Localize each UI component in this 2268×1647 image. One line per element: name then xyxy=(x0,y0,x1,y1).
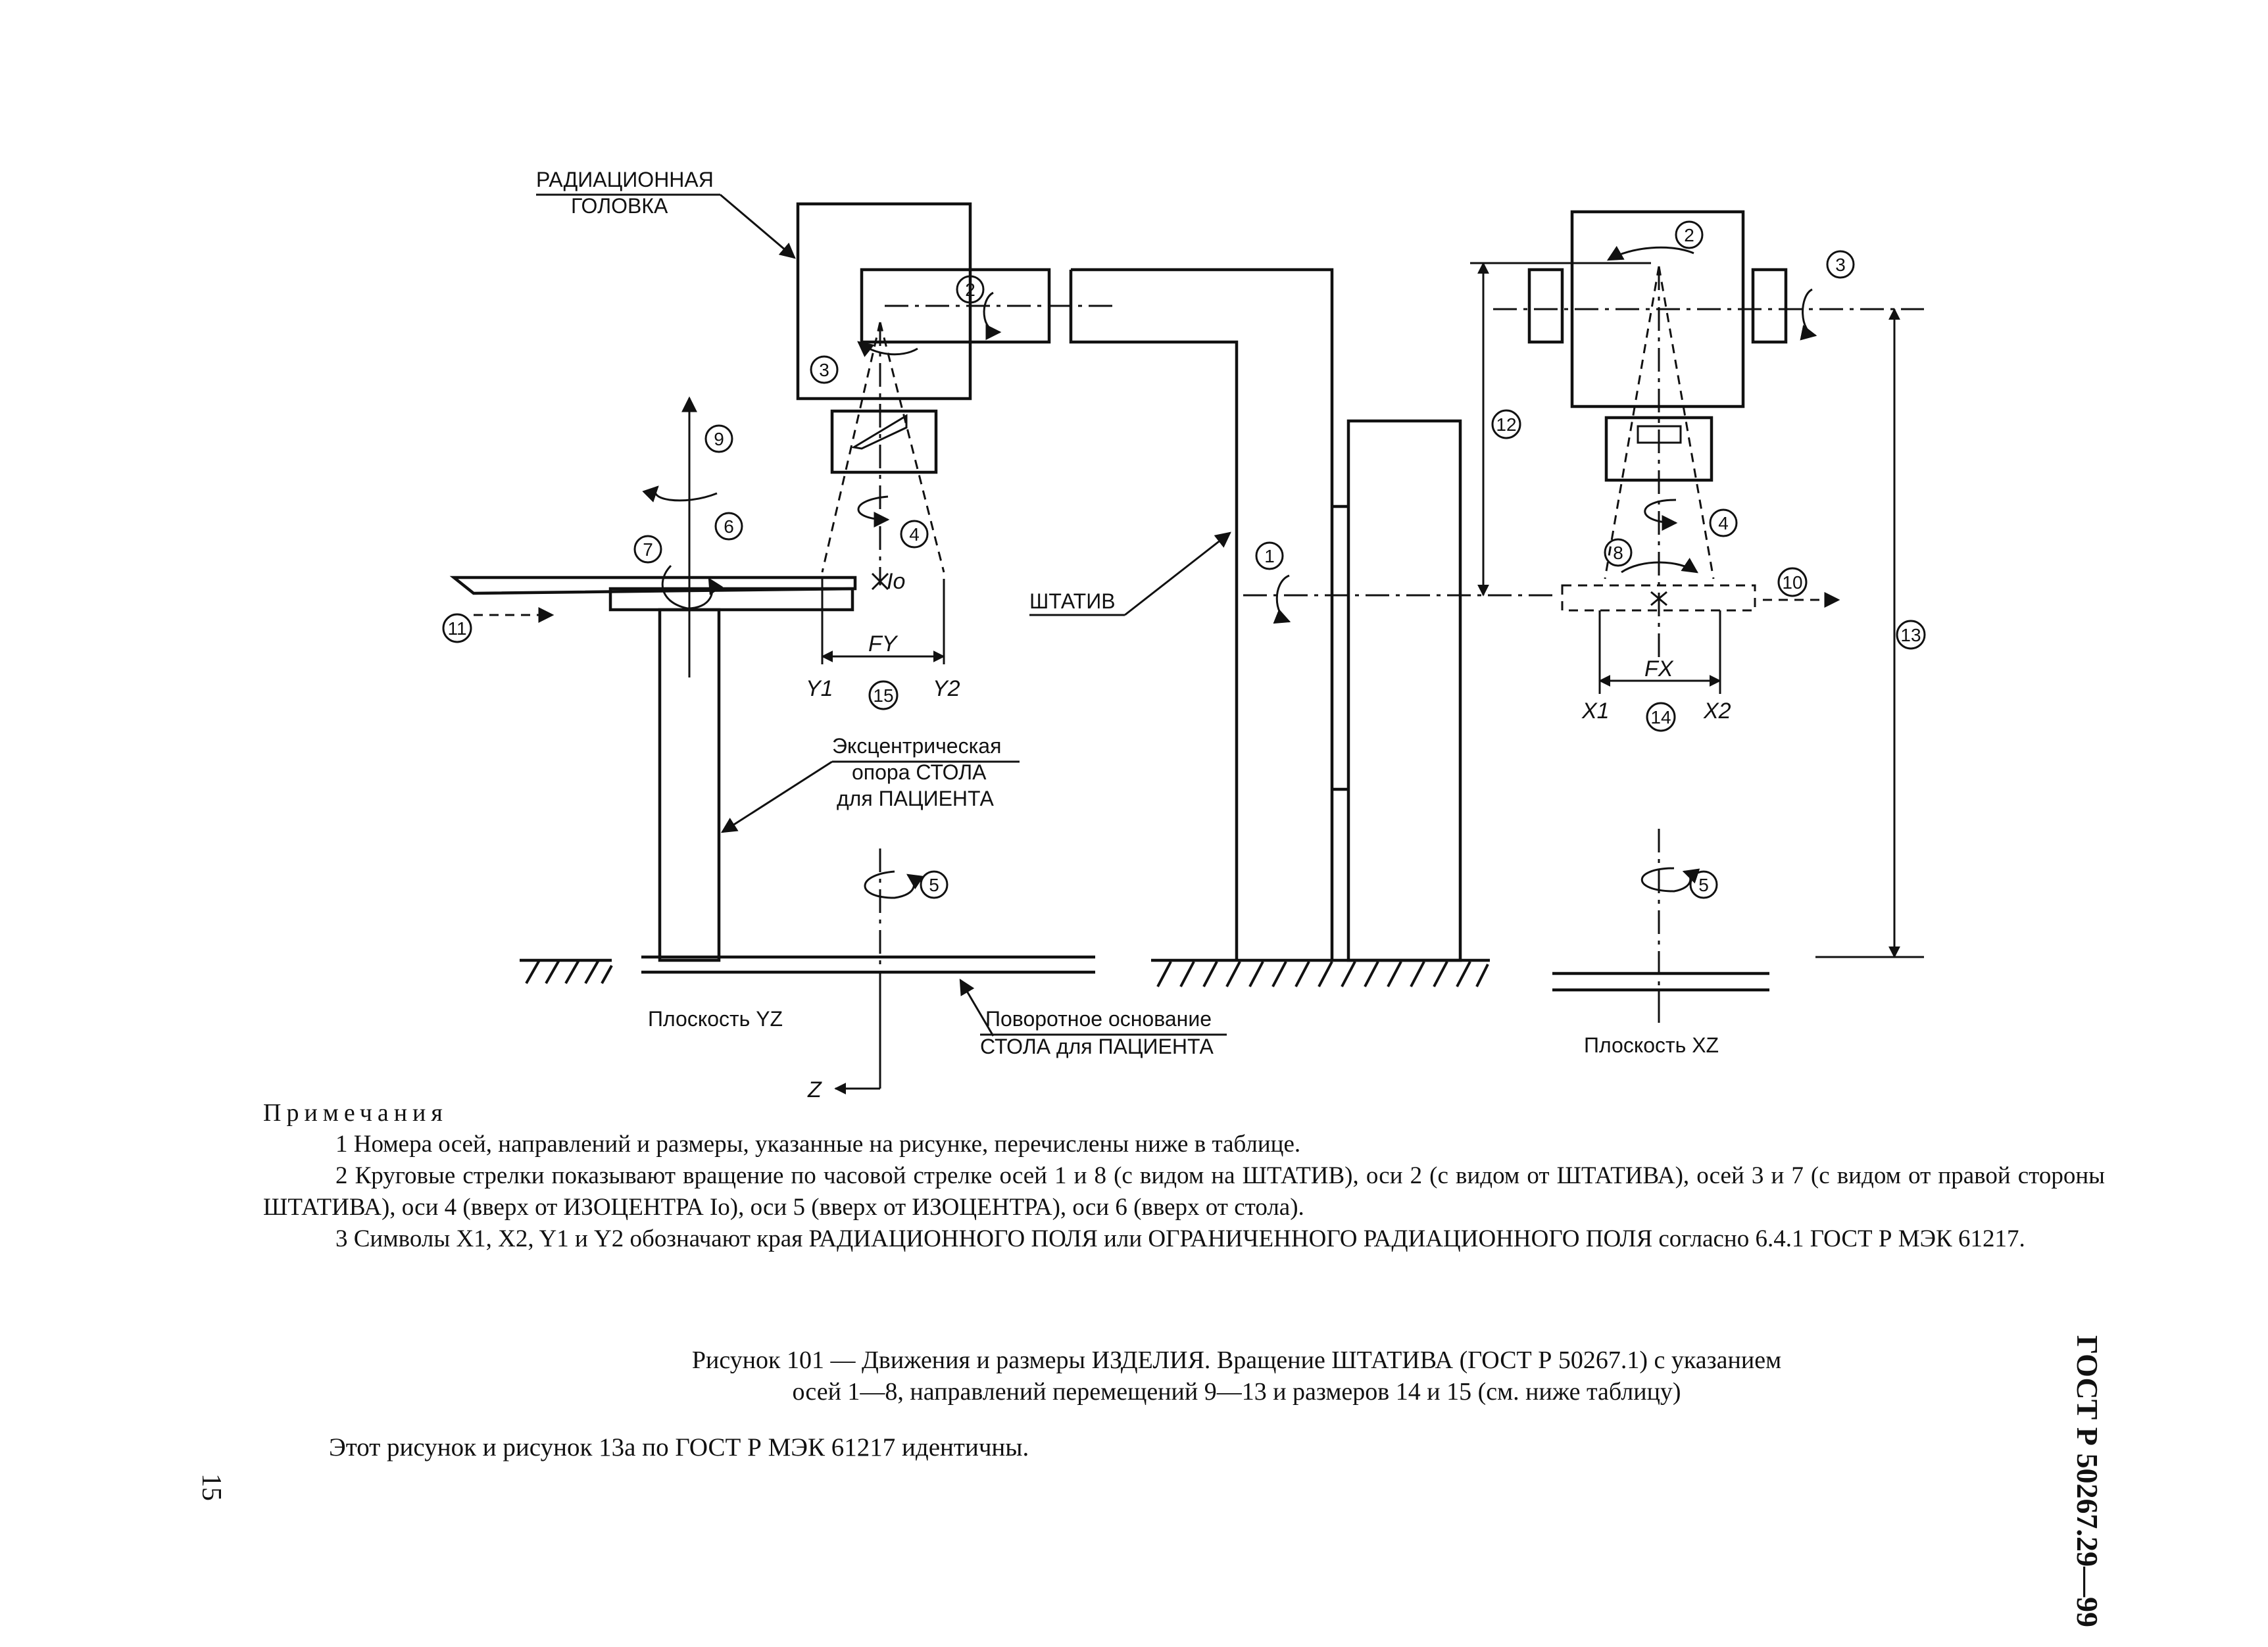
x2-label: X2 xyxy=(1703,699,1731,724)
svg-text:СТОЛА для ПАЦИЕНТА: СТОЛА для ПАЦИЕНТА xyxy=(980,1035,1214,1058)
marker-9: 9 xyxy=(704,424,733,453)
marker-8: 8 xyxy=(1604,538,1633,567)
page-number: 15 xyxy=(196,1473,226,1501)
footer-note: Этот рисунок и рисунок 13а по ГОСТ Р МЭК… xyxy=(329,1433,1029,1462)
svg-text:10: 10 xyxy=(1782,572,1802,593)
svg-text:3: 3 xyxy=(1835,255,1846,275)
fx-label: FX xyxy=(1644,656,1674,681)
svg-text:14: 14 xyxy=(1650,707,1671,727)
y1-label: Y1 xyxy=(806,676,833,701)
gantry-outline xyxy=(1071,268,1334,960)
svg-text:6: 6 xyxy=(724,516,734,537)
caption-line-1: Рисунок 101 — Движения и размеры ИЗДЕЛИЯ… xyxy=(691,1346,1782,1374)
radiation-head-label: РАДИАЦИОННАЯ ГОЛОВКА xyxy=(536,168,796,259)
svg-text:для ПАЦИЕНТА: для ПАЦИЕНТА xyxy=(837,787,995,810)
gantry-stand-block xyxy=(1346,419,1462,962)
marker-3-left: 3 xyxy=(810,355,839,384)
fy-label: FY xyxy=(868,631,899,656)
svg-text:2: 2 xyxy=(965,280,975,300)
svg-text:РАДИАЦИОННАЯ: РАДИАЦИОННАЯ xyxy=(536,168,714,191)
marker-15: 15 xyxy=(868,680,899,710)
marker-7: 7 xyxy=(633,535,662,564)
marker-1: 1 xyxy=(1255,541,1284,570)
floor-left xyxy=(520,958,613,984)
svg-text:11: 11 xyxy=(447,618,466,639)
rotary-base-label: Поворотное основание СТОЛА для ПАЦИЕНТА xyxy=(959,978,1227,1058)
svg-text:15: 15 xyxy=(873,685,893,706)
radiation-head-box xyxy=(796,202,972,401)
svg-text:2: 2 xyxy=(1684,225,1694,245)
technical-drawing: РАДИАЦИОННАЯ ГОЛОВКА Io ШТАТИВ xyxy=(442,168,1926,1102)
svg-text:5: 5 xyxy=(929,875,939,895)
note-1: 1 Номера осей, направлений и размеры, ук… xyxy=(335,1131,1301,1158)
x1-label: X1 xyxy=(1581,699,1610,724)
marker-12: 12 xyxy=(1491,409,1521,439)
table-top xyxy=(449,576,857,595)
marker-5-right: 5 xyxy=(1689,870,1718,899)
notes-section: Примечания 1 Номера осей, направлений и … xyxy=(263,1097,2105,1255)
marker-5-left: 5 xyxy=(920,870,949,899)
svg-text:4: 4 xyxy=(1718,513,1729,533)
svg-text:ГОЛОВКА: ГОЛОВКА xyxy=(571,194,668,218)
svg-text:12: 12 xyxy=(1496,414,1516,435)
marker-2-left: 2 xyxy=(956,275,985,304)
svg-text:5: 5 xyxy=(1698,875,1709,895)
marker-3-right: 3 xyxy=(1826,250,1855,279)
plane-yz-label: Плоскость YZ xyxy=(648,1007,783,1031)
note-3: 3 Символы X1, X2, Y1 и Y2 обозначают кра… xyxy=(335,1225,2025,1252)
caption-line-2: осей 1—8, направлений перемещений 9—13 и… xyxy=(792,1378,1681,1406)
svg-text:4: 4 xyxy=(909,524,920,545)
note-2: 2 Круговые стрелки показывают вращение п… xyxy=(263,1162,2105,1221)
svg-text:13: 13 xyxy=(1900,625,1921,645)
svg-text:опора СТОЛА: опора СТОЛА xyxy=(852,760,987,784)
z-axis-label: Z xyxy=(807,1077,822,1102)
svg-text:3: 3 xyxy=(819,360,829,380)
document-code: ГОСТ Р 50267.29—99 xyxy=(2071,1335,2104,1627)
collimator xyxy=(830,409,938,474)
marker-4-right: 4 xyxy=(1709,508,1738,537)
notes-heading: Примечания xyxy=(263,1099,448,1127)
figure-caption: Рисунок 101 — Движения и размеры ИЗДЕЛИЯ… xyxy=(513,1344,1960,1408)
floor-middle xyxy=(1151,958,1490,987)
svg-text:7: 7 xyxy=(643,539,653,560)
marker-14: 14 xyxy=(1646,702,1676,732)
marker-11: 11 xyxy=(442,613,472,643)
isocenter-label: Io xyxy=(887,569,905,594)
svg-text:9: 9 xyxy=(714,429,724,449)
plane-xz-label: Плоскость XZ xyxy=(1584,1033,1719,1057)
marker-6: 6 xyxy=(714,512,743,541)
svg-text:ШТАТИВ: ШТАТИВ xyxy=(1029,589,1116,613)
marker-4-left: 4 xyxy=(900,520,929,549)
eccentric-support-label: Эксцентрическая опора СТОЛА для ПАЦИЕНТА xyxy=(720,734,1020,833)
y2-label: Y2 xyxy=(933,676,960,701)
svg-text:Эксцентрическая: Эксцентрическая xyxy=(832,734,1001,758)
marker-2-right: 2 xyxy=(1675,220,1704,249)
gantry-label: ШТАТИВ xyxy=(1029,531,1231,616)
svg-text:1: 1 xyxy=(1264,546,1275,566)
marker-13: 13 xyxy=(1896,620,1926,650)
svg-text:8: 8 xyxy=(1613,543,1623,563)
marker-10: 10 xyxy=(1777,567,1808,597)
svg-text:Поворотное основание: Поворотное основание xyxy=(985,1007,1212,1031)
